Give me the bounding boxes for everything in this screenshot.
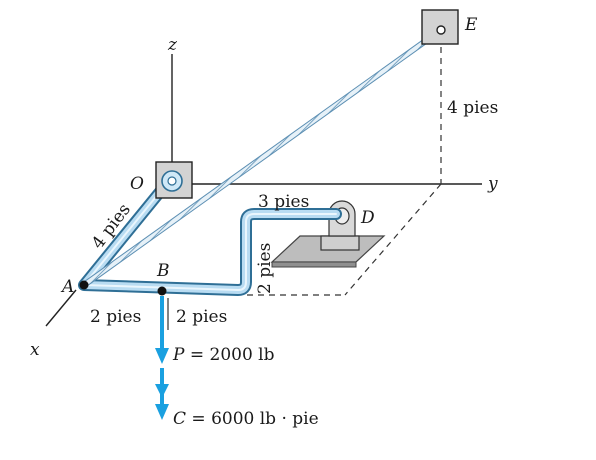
couple-c-head-1 [155,384,169,398]
cable-body [82,28,443,287]
diagonal-dashed [344,183,442,296]
point-label-o: O [130,174,144,194]
force-p-head [155,348,169,364]
point-label-d: D [360,208,375,228]
axis-label-y: y [487,174,498,194]
couple-c-symbol: C [173,409,186,429]
force-p-symbol: P [172,345,185,365]
point-b-dot [157,286,167,296]
dimension-height-e: 4 pies [447,98,498,118]
support-d [270,200,386,268]
support-o [155,161,193,199]
point-label-b: B [156,261,170,281]
force-p-value: = 2000 lb [184,345,274,365]
dimension-ab-left: 2 pies [90,307,141,327]
point-label-a: A [60,277,74,297]
dashed-guides [247,36,442,296]
couple-c-label: C = 6000 lb · pie [173,409,319,429]
dimension-ab-right: 2 pies [176,307,227,327]
axes [45,54,482,327]
support-o-pin [167,176,177,186]
support-plate-edge [271,261,357,268]
x-axis-line [45,289,77,327]
axis-label-x: x [30,340,40,360]
dimension-top: 3 pies [258,192,309,212]
point-label-e: E [464,15,478,35]
pipe [78,176,342,296]
load-arrows [155,296,169,420]
support-e-pin [436,25,446,35]
force-p-label: P = 2000 lb [172,345,275,365]
couple-c-value: = 6000 lb · pie [186,409,319,429]
bearing-base [320,235,360,251]
dimension-vertical: 2 pies [255,243,275,294]
pipe-highlight [83,181,337,291]
cable-ae [82,27,443,288]
axis-label-z: z [167,35,178,55]
support-e [421,9,459,45]
point-a-dot [79,280,89,290]
couple-c-head-2 [155,404,169,420]
